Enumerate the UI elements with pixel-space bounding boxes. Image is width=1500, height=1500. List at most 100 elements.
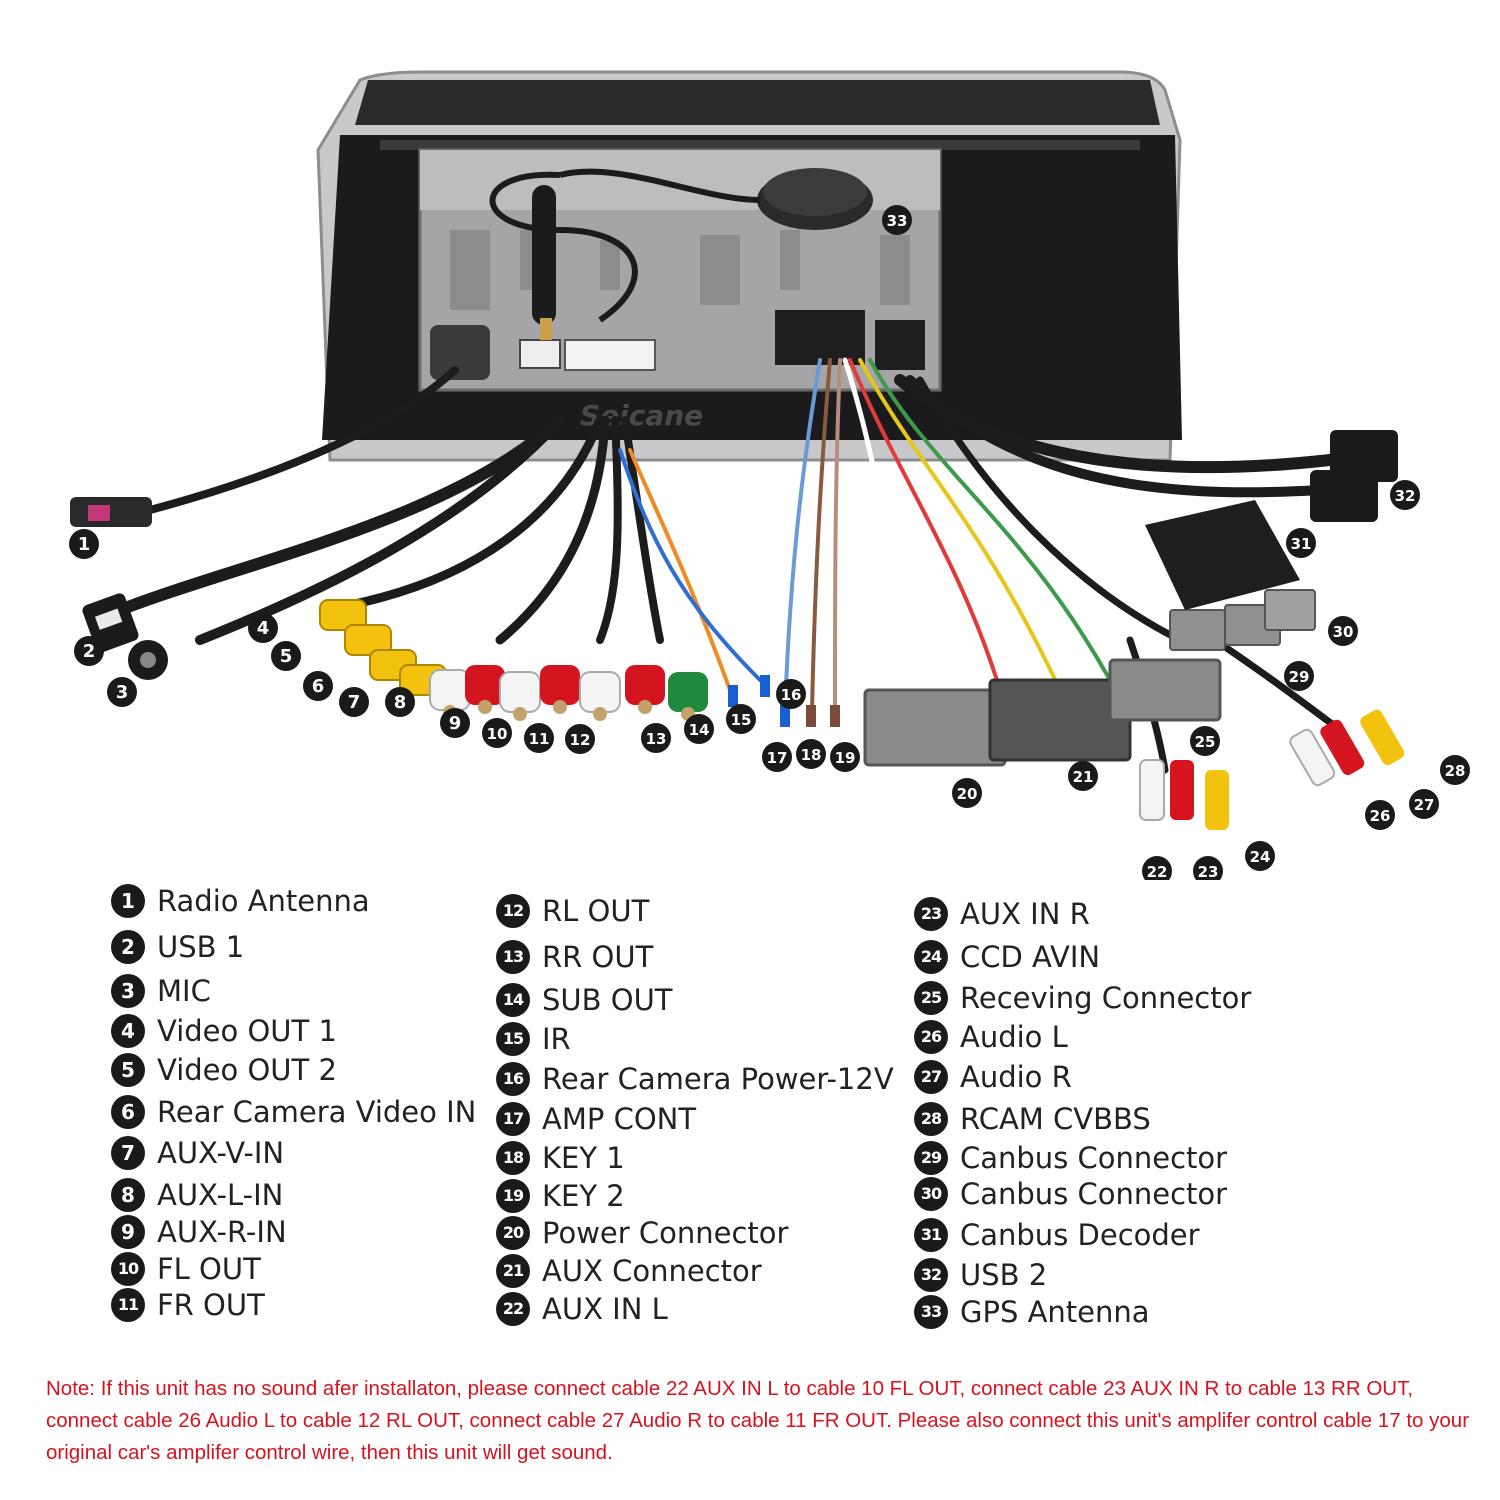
callout-number: 26: [1370, 807, 1391, 825]
number-badge: 7: [111, 1136, 145, 1170]
legend-label: AMP CONT: [542, 1102, 697, 1136]
legend-label: IR: [542, 1022, 571, 1056]
number-badge: 22: [496, 1292, 530, 1326]
callout-circle: [385, 687, 415, 717]
number-badge: 29: [914, 1141, 948, 1175]
callout-circle: [641, 723, 671, 753]
callout-26: 26: [1365, 800, 1395, 830]
callout-circle: [524, 723, 554, 753]
callout-circle: [271, 641, 301, 671]
legend-label: AUX Connector: [542, 1254, 762, 1288]
legend-label: FR OUT: [157, 1288, 265, 1322]
callout-number: 32: [1395, 487, 1416, 505]
number-badge: 2: [111, 930, 145, 964]
callout-circle: [882, 205, 912, 235]
callout-number: 4: [257, 618, 270, 639]
number-badge: 18: [496, 1141, 530, 1175]
callout-number: 22: [1147, 863, 1168, 880]
callout-circle: [1365, 800, 1395, 830]
callout-number: 25: [1195, 733, 1216, 751]
number-badge: 3: [111, 974, 145, 1008]
callout-19: 19: [830, 742, 860, 772]
callout-3: 3: [107, 677, 137, 707]
legend-label: AUX-V-IN: [157, 1136, 285, 1170]
legend-label: Canbus Connector: [960, 1141, 1228, 1175]
callout-number: 30: [1333, 623, 1354, 641]
callout-number: 20: [957, 785, 978, 803]
rca-cluster-right: [1139, 709, 1405, 830]
number-badge: 6: [111, 1095, 145, 1129]
number-badge: 4: [111, 1014, 145, 1048]
callout-number: 11: [529, 730, 550, 748]
callout-6: 6: [303, 671, 333, 701]
legend-label: Audio R: [960, 1060, 1072, 1094]
callout-circle: [1390, 480, 1420, 510]
rca-cluster-left: [319, 599, 708, 721]
installation-note: Note: If this unit has no sound afer ins…: [46, 1377, 1470, 1464]
legend-label: Video OUT 2: [157, 1053, 337, 1087]
callout-circle: [107, 677, 137, 707]
callout-circle: [69, 529, 99, 559]
legend-label: Radio Antenna: [157, 884, 370, 918]
legend-label: Rear Camera Power-12V: [542, 1062, 894, 1096]
mic-plug: [128, 640, 168, 680]
legend-label: Rear Camera Video IN: [157, 1095, 477, 1129]
callout-16: 16: [776, 679, 806, 709]
callout-12: 12: [565, 724, 595, 754]
legend-label: Audio L: [960, 1020, 1068, 1054]
callout-number: 28: [1445, 762, 1466, 780]
callout-number: 13: [646, 730, 667, 748]
callout-23: 23: [1193, 856, 1223, 880]
callout-circle: [762, 742, 792, 772]
canbus-decoder-box: [1145, 500, 1300, 610]
legend-label: Power Connector: [542, 1216, 789, 1250]
callout-9: 9: [440, 708, 470, 738]
callout-number: 6: [312, 676, 325, 697]
number-badge: 15: [496, 1022, 530, 1056]
callout-circle: [1286, 528, 1316, 558]
legend-label: AUX-L-IN: [157, 1178, 284, 1212]
callout-number: 16: [781, 686, 802, 704]
callout-4: 4: [248, 613, 278, 643]
wire-ends: [728, 675, 840, 727]
legend-label: AUX IN L: [542, 1292, 668, 1326]
callout-circle: [684, 714, 714, 744]
callout-number: 24: [1250, 848, 1271, 866]
number-badge: 25: [914, 981, 948, 1015]
callout-24: 24: [1245, 841, 1275, 871]
callout-number: 3: [116, 682, 129, 703]
callout-number: 29: [1289, 668, 1310, 686]
number-badge: 9: [111, 1215, 145, 1249]
number-badge: 20: [496, 1216, 530, 1250]
number-badge: 31: [914, 1218, 948, 1252]
legend-label: GPS Antenna: [960, 1295, 1150, 1329]
number-badge: 13: [496, 940, 530, 974]
callout-13: 13: [641, 723, 671, 753]
callout-circle: [1193, 856, 1223, 880]
callout-circle: [440, 708, 470, 738]
callout-11: 11: [524, 723, 554, 753]
number-badge: 1: [111, 884, 145, 918]
legend-label: Canbus Connector: [960, 1177, 1228, 1211]
number-badge: 16: [496, 1062, 530, 1096]
callout-number: 2: [83, 641, 96, 662]
callout-number: 33: [887, 212, 908, 230]
number-badge: 28: [914, 1102, 948, 1136]
thin-wires: [618, 357, 1112, 712]
gps-antenna: [489, 168, 873, 323]
callout-22: 22: [1142, 856, 1172, 880]
callout-21: 21: [1068, 761, 1098, 791]
callout-number: 15: [731, 711, 752, 729]
callout-20: 20: [952, 778, 982, 808]
callout-number: 27: [1414, 796, 1435, 814]
callout-circle: [830, 742, 860, 772]
callout-10: 10: [482, 718, 512, 748]
callout-14: 14: [684, 714, 714, 744]
callout-29: 29: [1284, 661, 1314, 691]
number-badge: 24: [914, 940, 948, 974]
number-badge: 10: [111, 1252, 145, 1286]
callout-circle: [1409, 789, 1439, 819]
callout-15: 15: [726, 704, 756, 734]
callout-circle: [952, 778, 982, 808]
